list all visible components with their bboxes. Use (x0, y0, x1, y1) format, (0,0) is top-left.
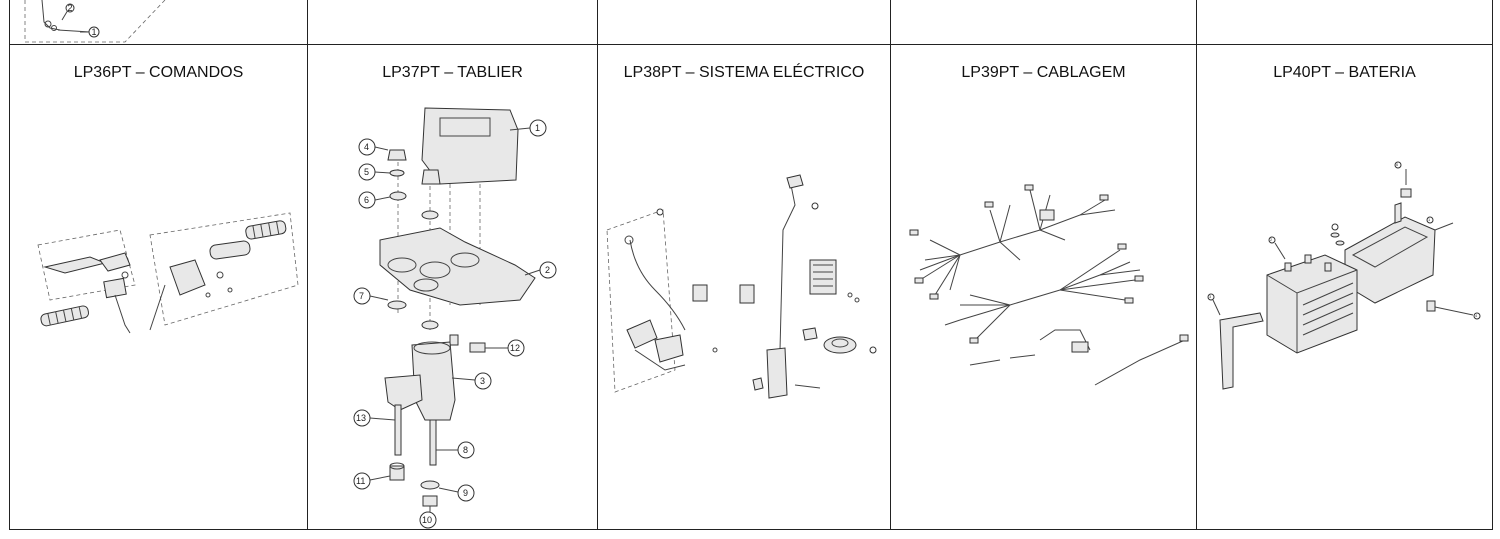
col-divider-3 (890, 0, 891, 530)
diagram-lp37-tablier: 1 4 5 6 2 7 12 (340, 100, 570, 530)
callout-lp37-13: 13 (356, 413, 366, 423)
col-divider-1 (307, 0, 308, 530)
callout-lp40-4: 4 (1475, 313, 1478, 318)
row-divider-top (9, 44, 1493, 45)
callout-lp40-3: 3 (1209, 294, 1212, 299)
col-divider-2 (597, 0, 598, 530)
panel-title-lp36: LP36PT – COMANDOS (73, 64, 244, 81)
diagram-lp40-bateria: 1 6 2 3 4 (1205, 155, 1490, 395)
callout-lp37-11: 11 (356, 476, 365, 486)
panel-title-lp39: LP39PT – CABLAGEM (961, 64, 1126, 81)
callout-lp37-5: 5 (364, 167, 369, 177)
callout-lp40-1: 1 (1428, 217, 1431, 222)
previous-row-fragment: 2 1 (20, 0, 180, 44)
col-divider-0 (9, 0, 10, 530)
diagram-lp36-comandos (30, 205, 300, 350)
callout-lp37-4: 4 (364, 142, 369, 152)
callout-lp37-8: 8 (463, 445, 468, 455)
callout-lp37-2: 2 (545, 265, 550, 275)
panel-title-lp40: LP40PT – BATERIA (1273, 64, 1416, 81)
callout-lp37-1: 1 (535, 123, 540, 133)
callout-lp37-3: 3 (480, 376, 485, 386)
callout-lp37-6: 6 (364, 195, 369, 205)
callout-lp37-10: 10 (422, 515, 432, 525)
callout-lp37-9: 9 (463, 488, 468, 498)
row-divider-bottom (9, 529, 1493, 530)
diagram-lp39-cablagem (900, 180, 1190, 390)
panel-title-lp38: LP38PT – SISTEMA ELÉCTRICO (623, 64, 865, 81)
callout-lp40-2: 2 (1270, 237, 1273, 242)
col-divider-5 (1492, 0, 1493, 530)
diagram-lp38-sistema-electrico (605, 170, 885, 410)
callout-lp37-12: 12 (510, 343, 520, 353)
col-divider-4 (1196, 0, 1197, 530)
callout-lp37-7: 7 (359, 291, 364, 301)
panel-title-lp37: LP37PT – TABLIER (382, 64, 523, 81)
callout-lp40-6: 6 (1396, 162, 1399, 167)
callout-1: 1 (92, 27, 97, 37)
callout-2: 2 (68, 3, 73, 13)
